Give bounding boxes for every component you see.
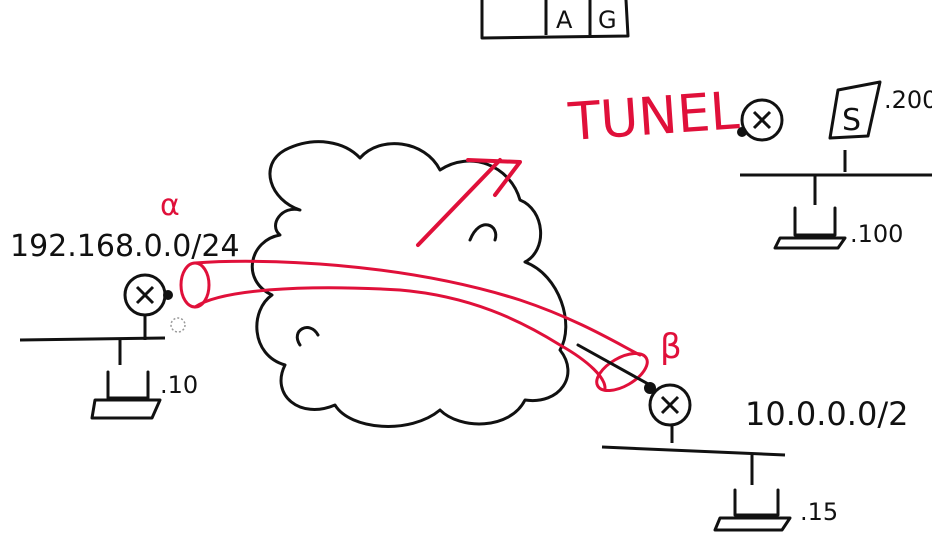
box-label-g: G [598, 6, 617, 34]
tunnel-label: TUNEL [566, 81, 741, 153]
network-right-label: 10.0.0.0/2 [745, 395, 908, 433]
server-icon: S [828, 80, 882, 140]
host-left-label: .10 [160, 371, 198, 399]
server-addr-label: .200 [884, 86, 932, 114]
beta-label: β [660, 327, 682, 367]
top-right-network: TUNEL S .200 .100 [566, 80, 932, 250]
network-left-label: 192.168.0.0/24 [10, 229, 240, 264]
laptop-icon [713, 488, 792, 532]
router-icon [644, 382, 692, 427]
tunnel-tube [179, 259, 649, 393]
laptop-icon [773, 206, 847, 250]
left-network: 192.168.0.0/24 α .10 [10, 188, 240, 420]
arrow-icon [416, 158, 522, 247]
right-network: β .15 10.0.0.0/2 [576, 327, 908, 532]
laptop-icon [90, 370, 162, 420]
host-right-label: .15 [800, 498, 838, 526]
alpha-label: α [160, 188, 180, 223]
box-label-a: A [556, 6, 573, 34]
internet-cloud-icon [250, 140, 570, 428]
top-box: A G [480, 0, 630, 40]
router-icon [123, 273, 186, 333]
router-icon [737, 98, 784, 142]
host-top-right-label: .100 [850, 220, 903, 248]
server-letter: S [842, 103, 861, 138]
